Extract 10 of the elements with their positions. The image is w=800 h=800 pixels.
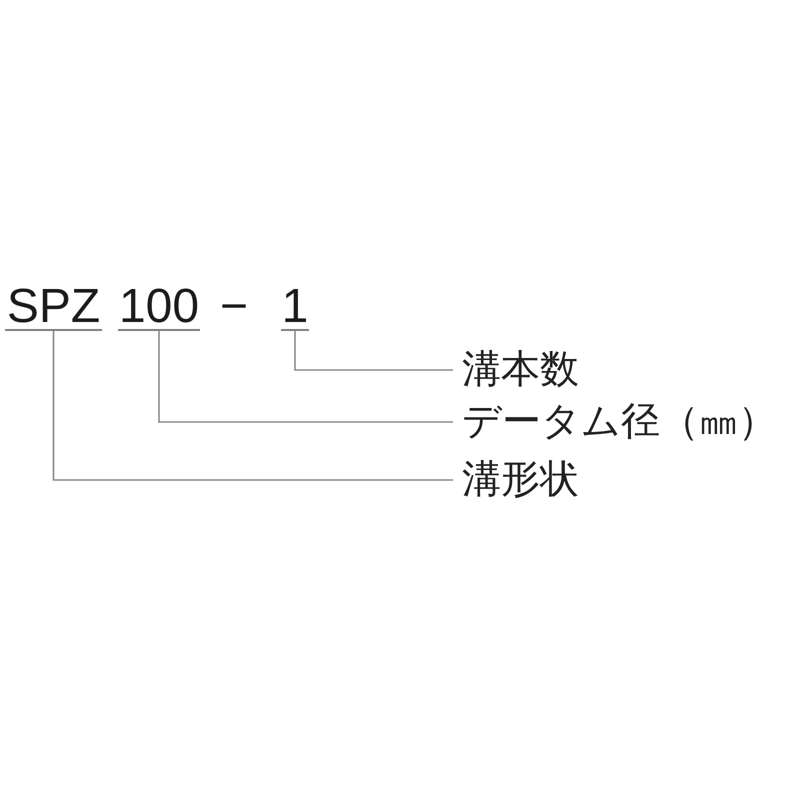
underlined-code-segment: SPZ bbox=[5, 285, 102, 331]
term-label: 溝本数 bbox=[453, 348, 579, 392]
leader-line bbox=[52, 331, 453, 481]
leader-line bbox=[158, 331, 453, 423]
underlined-code-segment: 1 bbox=[281, 285, 309, 331]
term-label: データム径（㎜） bbox=[453, 400, 777, 444]
leader-line bbox=[294, 331, 453, 371]
term-label: 溝形状 bbox=[453, 458, 579, 502]
separator-dash: − bbox=[220, 285, 248, 329]
underlined-code-segment: 100 bbox=[118, 285, 200, 331]
